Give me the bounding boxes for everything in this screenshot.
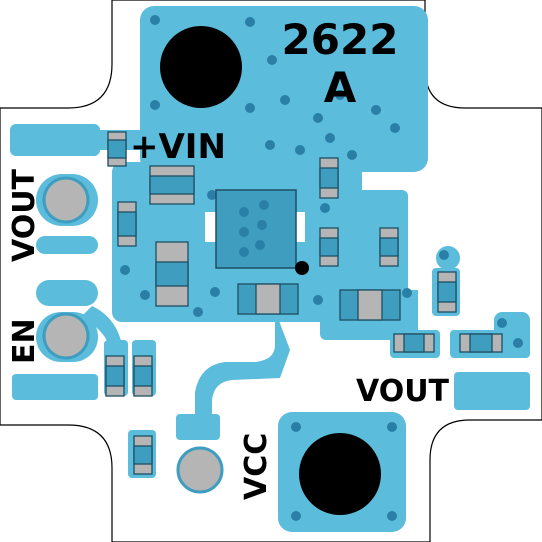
test-point-vcc xyxy=(176,446,224,494)
component-c7 xyxy=(105,355,125,397)
component-l4 xyxy=(339,289,401,321)
component-c2 xyxy=(117,201,137,247)
component-l1 xyxy=(149,165,195,205)
test-point-vout xyxy=(42,176,90,224)
component-r2 xyxy=(459,333,503,353)
mounting-hole-bottom xyxy=(299,433,381,515)
component-c4 xyxy=(319,227,339,267)
en-pad xyxy=(36,280,98,306)
bottom-left-pad xyxy=(12,374,98,400)
en-label: EN xyxy=(7,318,42,364)
test-point-en xyxy=(42,312,90,360)
vcc-trace xyxy=(195,310,290,420)
component-c5 xyxy=(379,227,399,267)
component-c3 xyxy=(319,157,339,199)
mounting-hole-top xyxy=(160,26,242,108)
component-c8 xyxy=(133,355,153,397)
vcc-label: VCC xyxy=(239,433,274,500)
vin-label: +VIN xyxy=(130,127,226,167)
vout-left-label: VOUT xyxy=(7,168,42,262)
ic-footprint xyxy=(205,189,309,275)
pin1-marker xyxy=(295,261,309,275)
part-number-label: 2622 xyxy=(282,15,399,64)
component-r1 xyxy=(393,333,435,353)
component-c1 xyxy=(107,131,127,167)
vout-right-label: VOUT xyxy=(356,374,450,409)
test-points xyxy=(42,176,224,494)
component-l2 xyxy=(155,241,189,307)
component-c9 xyxy=(133,435,153,475)
component-c6 xyxy=(437,271,457,313)
component-l3 xyxy=(237,283,299,315)
components xyxy=(105,131,503,475)
revision-label: A xyxy=(324,63,357,112)
vin-pad xyxy=(10,124,100,156)
